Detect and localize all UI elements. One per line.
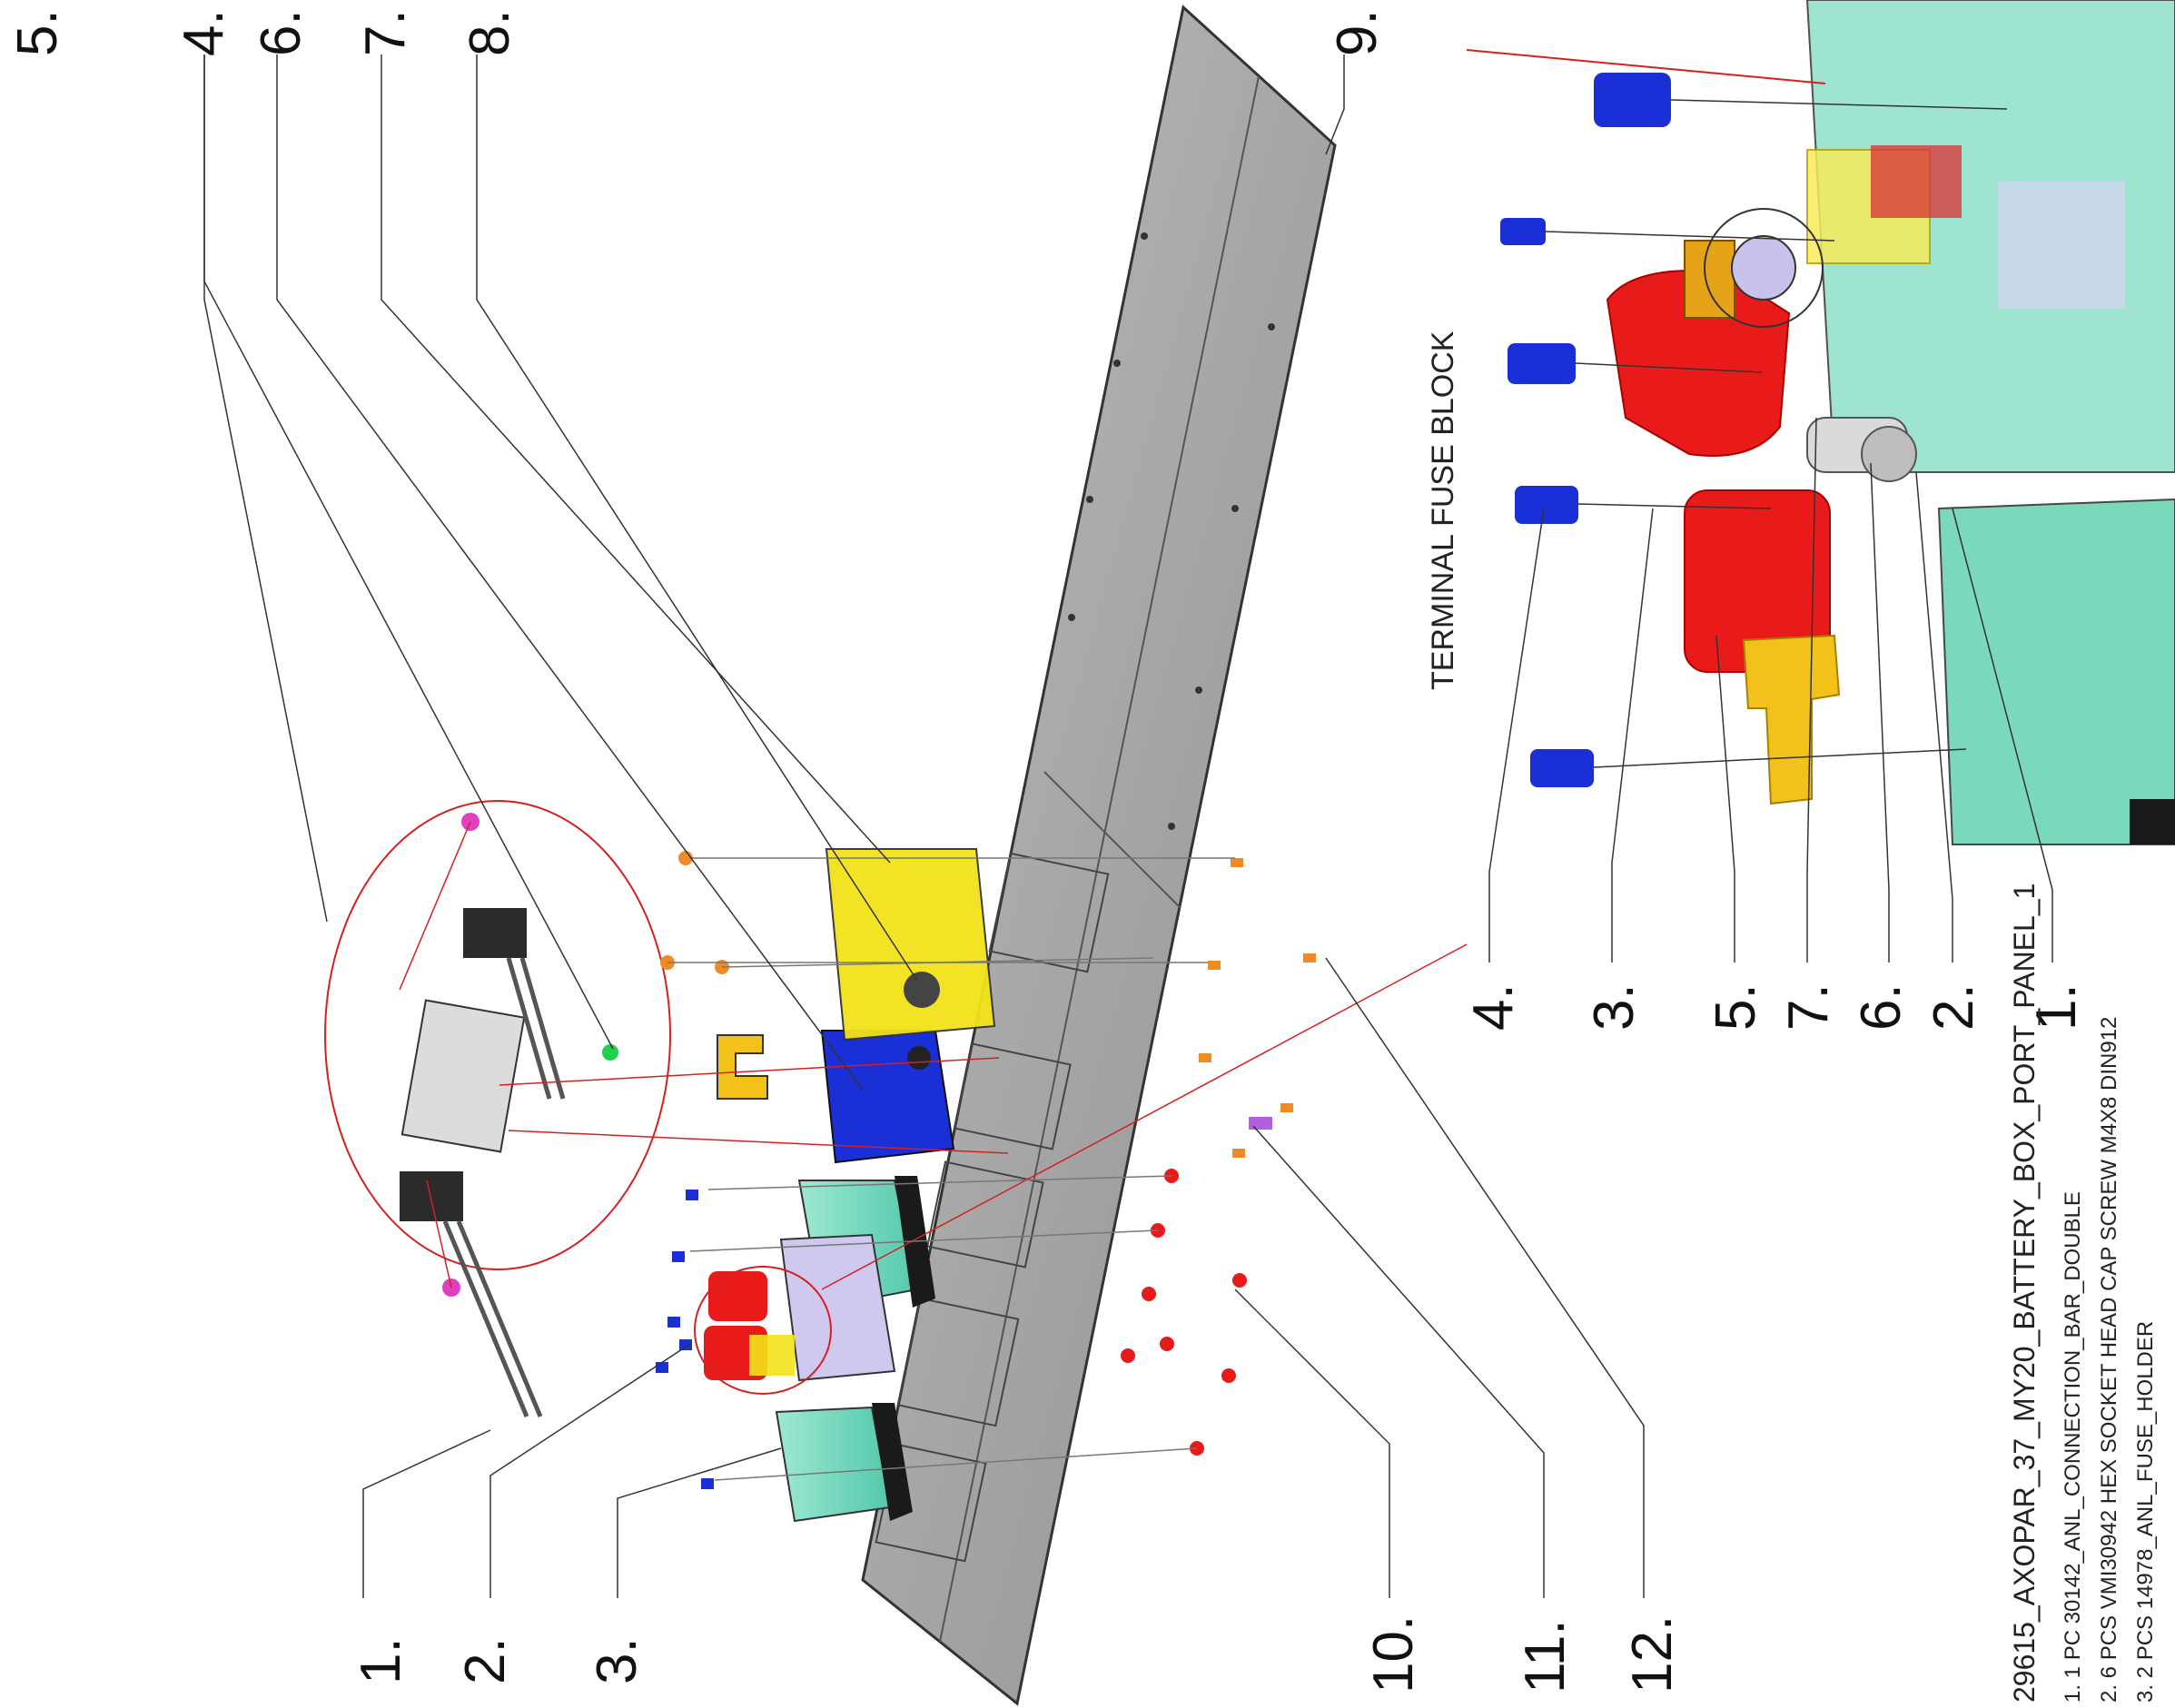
gray-guide-lines (667, 857, 1235, 1481)
main-leader-lines (203, 54, 1645, 1598)
callout-7: 7. (354, 9, 417, 56)
base-panel (861, 5, 1337, 1706)
callout-9: 9. (1326, 9, 1389, 56)
detail-fuse-block (1805, 0, 2175, 845)
callout-11: 11. (1514, 1619, 1577, 1693)
bom-line-3: 3. 2 PCS 14978_ANL_FUSE_HOLDER (2133, 1321, 2158, 1703)
detail-callout-3: 3. (1583, 983, 1646, 1031)
fuse-block-lower (775, 1403, 913, 1523)
blue-cap-screws (656, 1190, 714, 1489)
callout-5: 5. (6, 9, 69, 56)
detail-blue-screws (1500, 73, 1671, 787)
yellow-bracket (717, 1034, 768, 1100)
detail-red-guide (1466, 49, 1826, 84)
callout-12: 12. (1621, 1615, 1684, 1693)
callout-8: 8. (459, 9, 521, 56)
detail-view-title: TERMINAL FUSE BLOCK (1426, 331, 1460, 690)
main-callout-labels: 1. 2. 3. 4. 5. 6. 7. 8. 9. 10. 11. 12. (6, 9, 1684, 1693)
detail-nut-bolt (1684, 208, 1917, 482)
detail-leader-lines (1488, 99, 2053, 963)
yellow-breaker-unit (825, 848, 996, 1042)
callout-10: 10. (1362, 1615, 1425, 1693)
fuse-holder-lavender (779, 1233, 896, 1382)
main-exploded-view: 1. 2. 3. 4. 5. 6. 7. 8. 9. 10. 11. 12. (6, 5, 1684, 1706)
detail-callout-1: 1. (2025, 983, 2088, 1031)
callout-2: 2. (454, 1637, 517, 1684)
red-fuse-holders (694, 1266, 832, 1395)
callout-6: 6. (250, 9, 312, 56)
detail-yellow-clip (1742, 145, 1962, 805)
callout-1: 1. (350, 1637, 412, 1684)
detail-callout-4: 4. (1462, 983, 1525, 1031)
detail-callout-7: 7. (1777, 983, 1840, 1031)
detail-red-cap (1606, 270, 1831, 673)
bom-line-2: 2. 6 PCS VMI30942 HEX SOCKET HEAD CAP SC… (2097, 1017, 2121, 1703)
callout-4: 4. (173, 9, 235, 56)
detail-callout-6: 6. (1850, 983, 1913, 1031)
title-block: 29615_AXOPAR_37_MY20_BATTERY_BOX_PORT_PA… (2008, 884, 2158, 1703)
red-guide-lines (399, 821, 1468, 1290)
callout-3: 3. (586, 1637, 648, 1684)
detail-callout-labels: 4. 3. 5. 7. 6. 2. 1. (1462, 983, 2088, 1031)
detail-callout-5: 5. (1705, 983, 1767, 1031)
detail-view: TERMINAL FUSE BLOCK 4. 3. 5. 7. 6. 2. 1. (1426, 0, 2175, 1031)
red-nuts (1121, 1169, 1247, 1456)
blue-terminal-block (820, 1030, 955, 1164)
detail-callout-2: 2. (1923, 983, 1985, 1031)
connector-assembly (324, 800, 671, 1417)
drawing-title: 29615_AXOPAR_37_MY20_BATTERY_BOX_PORT_PA… (2008, 884, 2041, 1703)
bom-line-1: 1. 1 PC 30142_ANL_CONNECTION_BAR_DOUBLE (2061, 1191, 2085, 1703)
purple-screw (1249, 1117, 1272, 1130)
